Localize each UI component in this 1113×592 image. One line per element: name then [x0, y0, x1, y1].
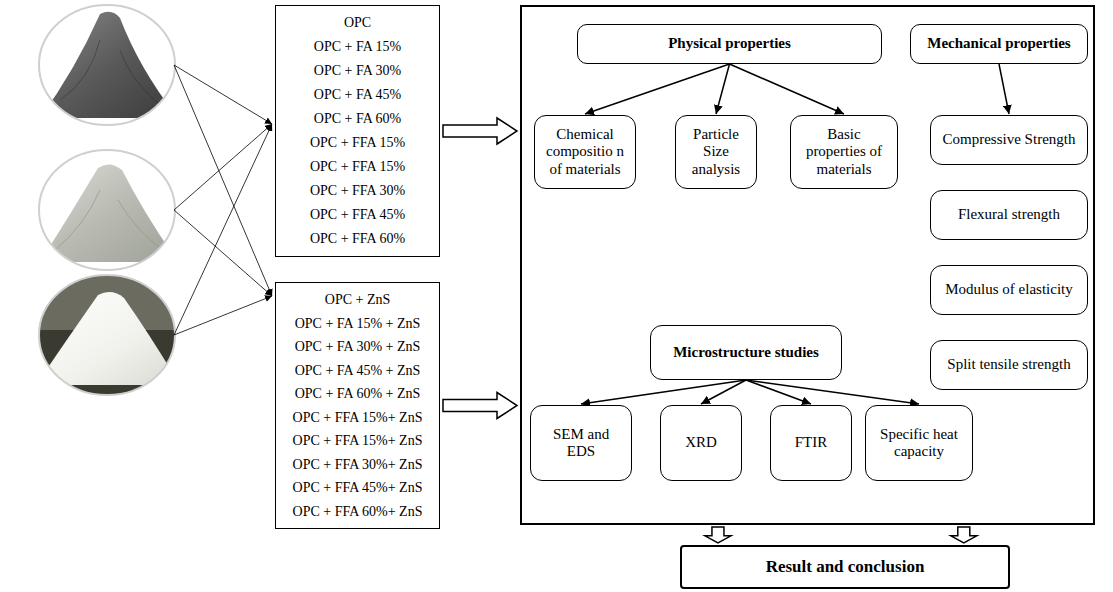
analysis-box: SEM and EDS: [530, 405, 632, 481]
fly-ash-powder: [35, 0, 180, 130]
study-frame: Physical properties Mechanical properties…: [520, 5, 1095, 525]
node-text: Flexural strength: [958, 206, 1060, 223]
fine-fly-ash-powder: [35, 145, 180, 275]
zinc-sulfide-powder: [35, 270, 180, 400]
arrow-line: [746, 380, 811, 404]
node-text: Result and conclusion: [766, 557, 925, 577]
property-box: Chemical compositio n of materials: [534, 115, 636, 189]
block-arrow: [951, 527, 977, 543]
property-box: Particle Size analysis: [675, 115, 757, 189]
node-text: OPC + FFA 45%: [310, 203, 405, 227]
arrow-line: [701, 380, 746, 404]
node-text: OPC + FFA 15%+ ZnS: [293, 406, 423, 430]
analysis-box: Specific heat capacity: [865, 405, 973, 481]
leader-lines: [174, 65, 272, 335]
block-arrow: [705, 527, 731, 543]
node-text: FTIR: [795, 434, 828, 451]
node-text: Mechanical properties: [927, 35, 1070, 52]
node-text: OPC + FFA 30%+ ZnS: [293, 453, 423, 477]
node-text: SEM and EDS: [537, 426, 625, 461]
node-text: OPC + FFA 60%+ ZnS: [293, 500, 423, 524]
mix-list-box: OPCOPC + FA 15%OPC + FA 30%OPC + FA 45%O…: [275, 5, 440, 257]
test-box: Split tensile strength: [930, 340, 1088, 390]
arrow-line: [585, 64, 730, 114]
test-box: Flexural strength: [930, 190, 1088, 240]
node-text: OPC: [344, 11, 371, 35]
arrow-line: [581, 380, 746, 404]
node-text: Specific heat capacity: [872, 426, 966, 461]
node-text: OPC + FA 60% + ZnS: [295, 382, 421, 406]
node-text: OPC + FFA 15%: [310, 131, 405, 155]
node-text: OPC + FFA 30%: [310, 179, 405, 203]
arrow-line: [716, 64, 730, 114]
node-text: OPC + FA 15% + ZnS: [295, 312, 421, 336]
node-text: OPC + FFA 15%: [310, 155, 405, 179]
arrow-line: [730, 64, 845, 114]
node-text: OPC + FFA 45%+ ZnS: [293, 476, 423, 500]
result-box: Result and conclusion: [680, 545, 1010, 589]
node-text: OPC + FA 30%: [314, 59, 401, 83]
node-text: XRD: [685, 434, 717, 451]
block-arrow: [443, 393, 517, 419]
node-text: Modulus of elasticity: [945, 281, 1073, 298]
node-text: Particle Size analysis: [682, 126, 750, 178]
node-text: OPC + FFA 60%: [310, 227, 405, 251]
mix-list-box: OPC + ZnSOPC + FA 15% + ZnSOPC + FA 30% …: [275, 282, 440, 529]
block-arrow: [443, 118, 517, 144]
node-text: OPC + FFA 15%+ ZnS: [293, 429, 423, 453]
property-box: Basic properties of materials: [790, 115, 898, 189]
node-text: OPC + FA 30% + ZnS: [295, 335, 421, 359]
node-text: Chemical compositio n of materials: [541, 126, 629, 178]
category-box: Physical properties: [577, 24, 882, 64]
analysis-box: XRD: [660, 405, 742, 481]
test-box: Compressive Strength: [930, 115, 1088, 165]
node-text: Basic properties of materials: [797, 126, 891, 178]
node-text: Split tensile strength: [947, 356, 1070, 373]
node-text: OPC + FA 45%: [314, 83, 401, 107]
category-box: Microstructure studies: [650, 325, 842, 380]
category-box: Mechanical properties: [910, 24, 1088, 64]
node-text: Microstructure studies: [673, 344, 819, 361]
node-text: Compressive Strength: [943, 131, 1076, 148]
arrow-line: [746, 380, 919, 404]
node-text: OPC + ZnS: [325, 288, 390, 312]
node-text: OPC + FA 60%: [314, 107, 401, 131]
analysis-box: FTIR: [770, 405, 852, 481]
node-text: OPC + FA 15%: [314, 35, 401, 59]
node-text: Physical properties: [668, 35, 791, 52]
test-box: Modulus of elasticity: [930, 265, 1088, 315]
arrow-line: [999, 64, 1009, 114]
node-text: OPC + FA 45% + ZnS: [295, 359, 421, 383]
